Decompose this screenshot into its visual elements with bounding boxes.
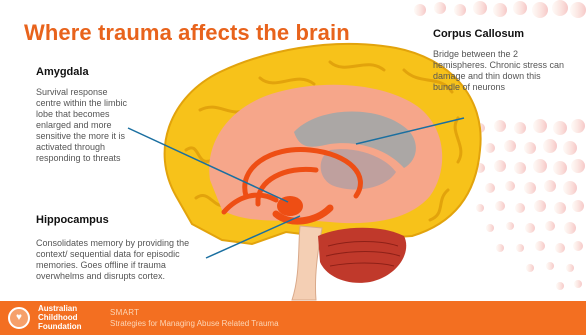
amygdala-description: Survival response centre within the limb… — [36, 87, 132, 164]
corpus-callosum-label: Corpus Callosum Bridge between the 2 hem… — [433, 28, 568, 93]
brainstem — [292, 226, 322, 300]
slide-title: Where trauma affects the brain — [24, 20, 350, 46]
foundation-logo-icon: ♥ — [8, 307, 30, 329]
corpus-callosum-description: Bridge between the 2 hemispheres. Chroni… — [433, 49, 568, 93]
hippocampus-label: Hippocampus Consolidates memory by provi… — [36, 214, 208, 282]
footer-bar: ♥ Australian Childhood Foundation SMART … — [0, 301, 586, 335]
hippocampus-description: Consolidates memory by providing the con… — [36, 238, 208, 282]
hippocampus-heading: Hippocampus — [36, 214, 208, 226]
amygdala-label: Amygdala Survival response centre within… — [36, 66, 132, 164]
program-name: SMART — [110, 308, 139, 317]
amygdala-heading: Amygdala — [36, 66, 132, 78]
corpus-callosum-heading: Corpus Callosum — [433, 28, 568, 40]
organization-name: Australian Childhood Foundation — [38, 304, 82, 331]
program-subtitle: Strategies for Managing Abuse Related Tr… — [110, 319, 279, 328]
heart-icon: ♥ — [10, 311, 28, 325]
